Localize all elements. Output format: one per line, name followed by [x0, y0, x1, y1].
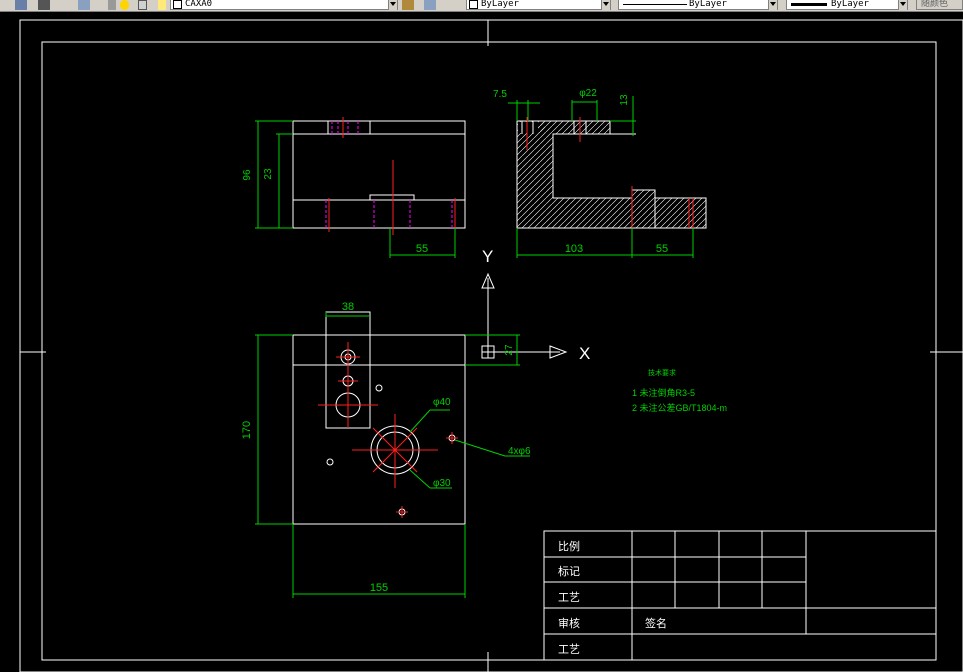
- dim-right-len: 55: [656, 243, 668, 255]
- lock-icon[interactable]: [138, 0, 147, 10]
- chevron-down-icon[interactable]: [898, 0, 907, 10]
- notes-line-2: 2 未注公差GB/T1804-m: [632, 402, 727, 413]
- dim-top-thk: 13: [619, 94, 630, 106]
- notes-line-1: 1 未注倒角R3-5: [632, 387, 695, 398]
- dim-slot-width: 38: [342, 301, 354, 313]
- plan-view: 38 27 170 155 φ40 φ30 4xφ6: [241, 301, 531, 598]
- layer-dropdown-value: CAXA0: [185, 0, 213, 9]
- color-swatch: [469, 0, 478, 9]
- chevron-down-icon[interactable]: [601, 0, 610, 10]
- layer-dropdown[interactable]: CAXA0: [170, 0, 398, 10]
- title-block-process-2: 工艺: [558, 643, 580, 656]
- section-view: 7.5 φ22 13 103 55: [493, 88, 707, 258]
- linetype-dropdown[interactable]: ByLayer: [618, 0, 778, 10]
- linetype-dropdown-value: ByLayer: [689, 0, 727, 9]
- properties-toolbar: CAXA0 ByLayer ByLayer ByLayer 随颜色: [0, 0, 963, 12]
- title-block-process-1: 工艺: [558, 591, 580, 604]
- dim-inner-height: 23: [263, 168, 274, 180]
- layer-previous-icon[interactable]: [424, 0, 436, 10]
- title-block: [543, 530, 937, 661]
- sun-icon[interactable]: [120, 0, 129, 10]
- dim-bore-outer: φ40: [433, 397, 451, 408]
- dim-height: 170: [241, 421, 253, 439]
- title-block-signature: 签名: [645, 616, 667, 630]
- layer-stack-icon[interactable]: [78, 0, 90, 10]
- layer-states-icon[interactable]: [38, 0, 50, 10]
- ucs-icon: [481, 272, 568, 359]
- dim-offset: 27: [504, 344, 515, 356]
- color-dropdown[interactable]: ByLayer: [466, 0, 611, 10]
- plot-style-value: 随颜色: [921, 0, 949, 9]
- front-view: 96 23 55: [242, 117, 466, 258]
- title-block-scale: 比例: [558, 539, 580, 553]
- dim-holes: 4xφ6: [508, 446, 531, 457]
- dim-hole-dia: φ22: [579, 88, 597, 99]
- dim-width: 155: [370, 582, 388, 594]
- layer-color-square: [173, 0, 182, 9]
- layer-manager-icon[interactable]: [15, 0, 27, 10]
- title-block-review: 审核: [558, 616, 580, 630]
- drawing-frame: [19, 19, 963, 672]
- lightbulb-icon[interactable]: [108, 0, 116, 10]
- dim-bore-inner: φ30: [433, 478, 451, 489]
- color-dropdown-value: ByLayer: [481, 0, 519, 9]
- chevron-down-icon[interactable]: [768, 0, 777, 10]
- notes-title: 技术要求: [648, 368, 676, 377]
- lineweight-dropdown-value: ByLayer: [831, 0, 869, 9]
- ucs-y-label: Y: [482, 247, 493, 266]
- lineweight-dropdown[interactable]: ByLayer: [786, 0, 908, 10]
- dim-overall-height: 96: [242, 169, 253, 181]
- dim-base-len: 103: [565, 243, 583, 255]
- chevron-down-icon[interactable]: [388, 0, 397, 10]
- title-block-mark: 标记: [558, 564, 580, 578]
- make-current-layer-icon[interactable]: [402, 0, 414, 10]
- dim-bottom-width: 55: [416, 243, 428, 255]
- drawing-canvas[interactable]: 96 23 55: [0, 12, 963, 672]
- ucs-x-label: X: [579, 344, 590, 363]
- plot-style-dropdown[interactable]: 随颜色: [916, 0, 963, 10]
- linetype-sample-line: [623, 4, 687, 5]
- dim-left-offset: 7.5: [493, 89, 507, 100]
- lineweight-sample-line: [791, 3, 827, 6]
- color-swatch-icon[interactable]: [158, 0, 166, 10]
- technical-notes: 技术要求 1 未注倒角R3-5 2 未注公差GB/T1804-m: [632, 368, 727, 413]
